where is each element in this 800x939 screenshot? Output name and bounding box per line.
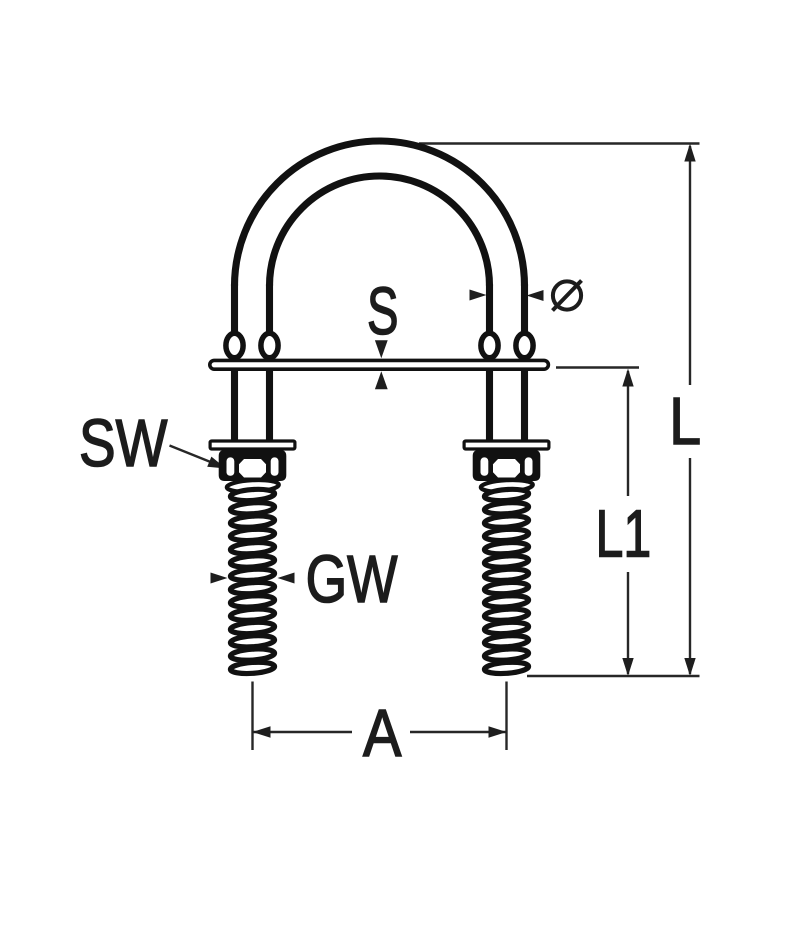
svg-text:L: L xyxy=(669,384,701,459)
svg-text:SW: SW xyxy=(79,406,168,481)
svg-text:A: A xyxy=(363,696,402,771)
svg-text:L1: L1 xyxy=(596,497,652,572)
svg-text:GW: GW xyxy=(306,542,399,617)
svg-text:S: S xyxy=(367,274,399,349)
